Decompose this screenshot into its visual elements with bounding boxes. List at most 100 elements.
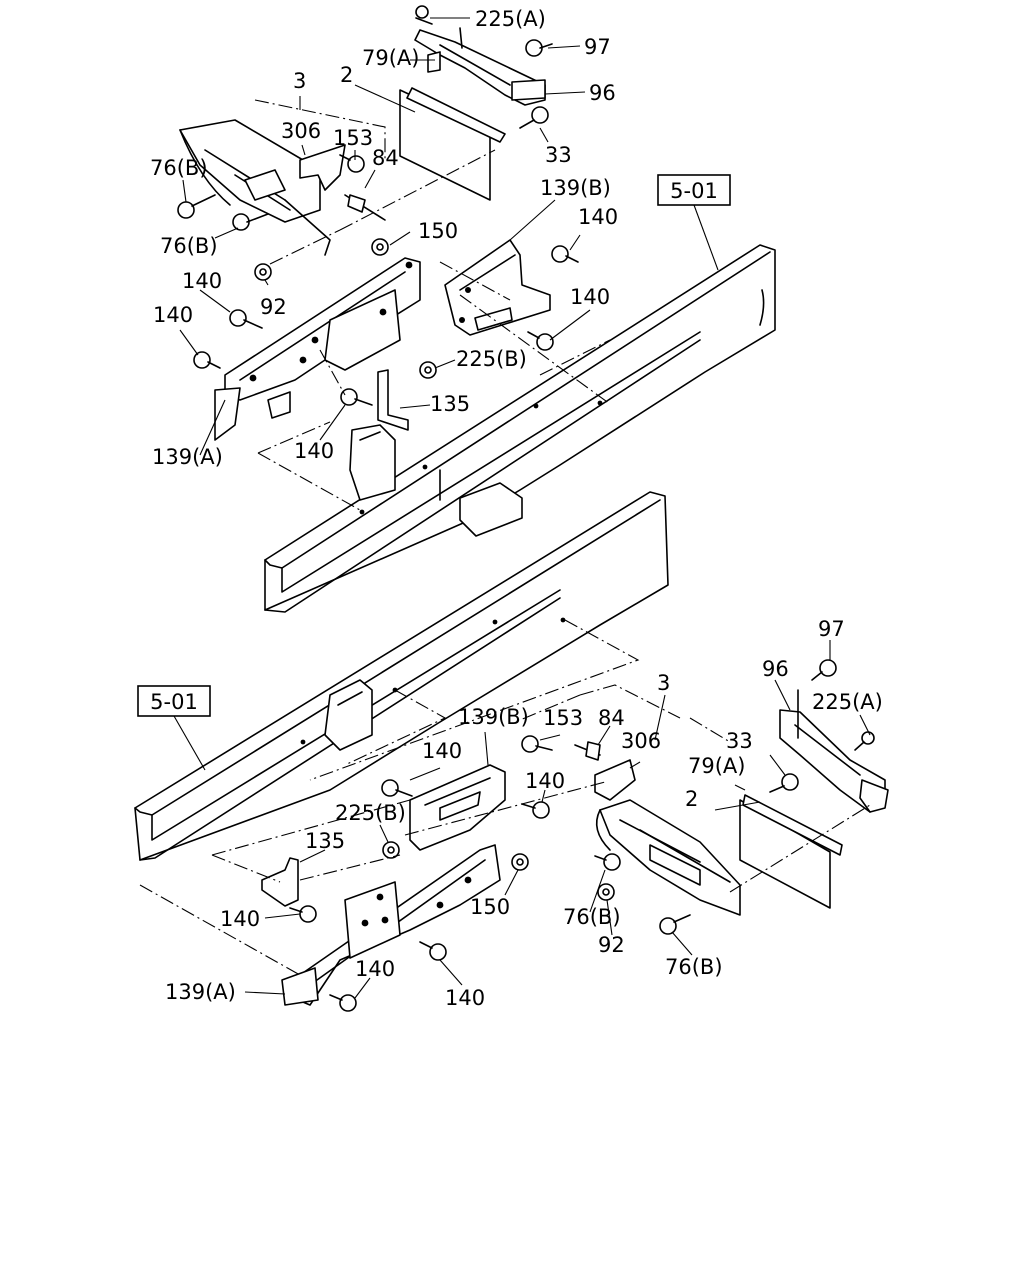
callout-225a: 225(A) [475, 7, 546, 31]
callout-135-lower: 135 [305, 829, 345, 853]
lower-callouts: 97 96 225(A) 3 139(B) 153 84 306 33 79(A… [165, 617, 883, 1010]
nut-icon [419, 361, 437, 379]
bolt-icon [232, 213, 269, 231]
upper-lamp-housing [179, 119, 331, 256]
bolt-icon [525, 39, 553, 57]
callout-306-lower: 306 [621, 729, 661, 753]
lower-bracket-306 [594, 759, 636, 801]
bolt-icon [594, 853, 621, 871]
callout-97: 97 [584, 35, 611, 59]
upper-callouts: 225(A) 97 96 79(A) 2 3 33 306 153 84 76(… [150, 7, 618, 469]
callout-2: 2 [340, 63, 353, 87]
callout-140-lower-4: 140 [355, 957, 395, 981]
bolt-icon [340, 388, 373, 406]
upper-assembly-lines [254, 99, 611, 511]
lower-license-plate [739, 794, 843, 909]
bolt-icon [339, 154, 365, 173]
upper-bracket-135 [377, 369, 409, 431]
callout-2-lower: 2 [685, 787, 698, 811]
callout-97-lower: 97 [818, 617, 845, 641]
callout-84-lower: 84 [598, 706, 625, 730]
lower-bolt-84 [574, 741, 601, 761]
bolt-icon [527, 331, 554, 351]
callout-33-lower: 33 [726, 729, 753, 753]
bolt-icon [419, 941, 447, 961]
bolt-icon [381, 779, 413, 797]
callout-76b-lower-2: 76(B) [665, 955, 723, 979]
callout-140-2: 140 [182, 269, 222, 293]
nut-icon [597, 883, 615, 901]
bolt-icon [289, 905, 317, 923]
upper-section-ref-label: 5-01 [670, 179, 718, 203]
callout-150-lower: 150 [470, 895, 510, 919]
lower-plate-bracket [779, 689, 889, 813]
callout-153: 153 [333, 126, 373, 150]
upper-bracket-139b [444, 239, 551, 336]
upper-license-plate [399, 87, 506, 201]
lower-section-ref-label: 5-01 [150, 690, 198, 714]
upper-bracket-139a [214, 257, 421, 441]
callout-140: 140 [578, 205, 618, 229]
callout-79a-lower: 79(A) [688, 754, 745, 778]
bolt-icon [659, 914, 691, 935]
lower-bracket-139a [281, 844, 501, 1006]
bolt-icon [769, 773, 799, 793]
callout-140-3: 140 [570, 285, 610, 309]
bolt-icon [551, 245, 579, 263]
upper-bolt-84 [344, 194, 386, 221]
callout-79a: 79(A) [362, 46, 419, 70]
upper-plate-bracket [414, 27, 546, 106]
nut-icon [371, 238, 389, 256]
nut-icon [254, 263, 272, 281]
lower-assembly-lines [139, 619, 871, 976]
callout-140-4: 140 [153, 303, 193, 327]
callout-140-lower-2: 140 [525, 769, 565, 793]
lower-bracket-139b [409, 764, 506, 851]
upper-fasteners [177, 5, 579, 406]
bolt-icon [811, 659, 837, 681]
upper-view: 5-01 [150, 5, 776, 613]
callout-96-lower: 96 [762, 657, 789, 681]
callout-139b-lower: 139(B) [458, 705, 529, 729]
callout-76b-lower: 76(B) [563, 905, 621, 929]
bolt-icon [854, 731, 875, 751]
upper-section-ref[interactable]: 5-01 [657, 174, 731, 206]
bolt-icon [193, 351, 221, 369]
bolt-icon [415, 5, 433, 25]
upper-bracket-306 [299, 144, 346, 191]
lower-leaders [244, 640, 871, 999]
lower-fasteners [289, 659, 875, 1012]
callout-96: 96 [589, 81, 616, 105]
callout-139a-lower: 139(A) [165, 980, 236, 1004]
callout-135: 135 [430, 392, 470, 416]
upper-leaders [179, 17, 591, 456]
bolt-icon [519, 106, 549, 129]
lower-section-ref[interactable]: 5-01 [137, 685, 211, 717]
callout-140-lower-3: 140 [220, 907, 260, 931]
callout-3-lower: 3 [657, 671, 670, 695]
lower-frame-rail [134, 491, 669, 861]
callout-140-lower-5: 140 [445, 986, 485, 1010]
bolt-icon [521, 801, 550, 819]
upper-frame-rail [264, 244, 776, 613]
callout-139b: 139(B) [540, 176, 611, 200]
callout-3: 3 [293, 69, 306, 93]
callout-76b-2: 76(B) [160, 234, 218, 258]
callout-84: 84 [372, 146, 399, 170]
callout-76b: 76(B) [150, 156, 208, 180]
bolt-icon [329, 994, 357, 1012]
nut-icon [382, 841, 400, 859]
callout-92-lower: 92 [598, 933, 625, 957]
lower-view: 5-01 [134, 491, 889, 1012]
callout-225a-lower: 225(A) [812, 690, 883, 714]
callout-139a: 139(A) [152, 445, 223, 469]
bolt-icon [229, 309, 263, 329]
callout-140-5: 140 [294, 439, 334, 463]
callout-33: 33 [545, 143, 572, 167]
callout-225b-lower: 225(B) [335, 801, 406, 825]
callout-140-lower: 140 [422, 739, 462, 763]
callout-306: 306 [281, 119, 321, 143]
lower-lamp-housing [595, 799, 741, 916]
callout-92: 92 [260, 295, 287, 319]
